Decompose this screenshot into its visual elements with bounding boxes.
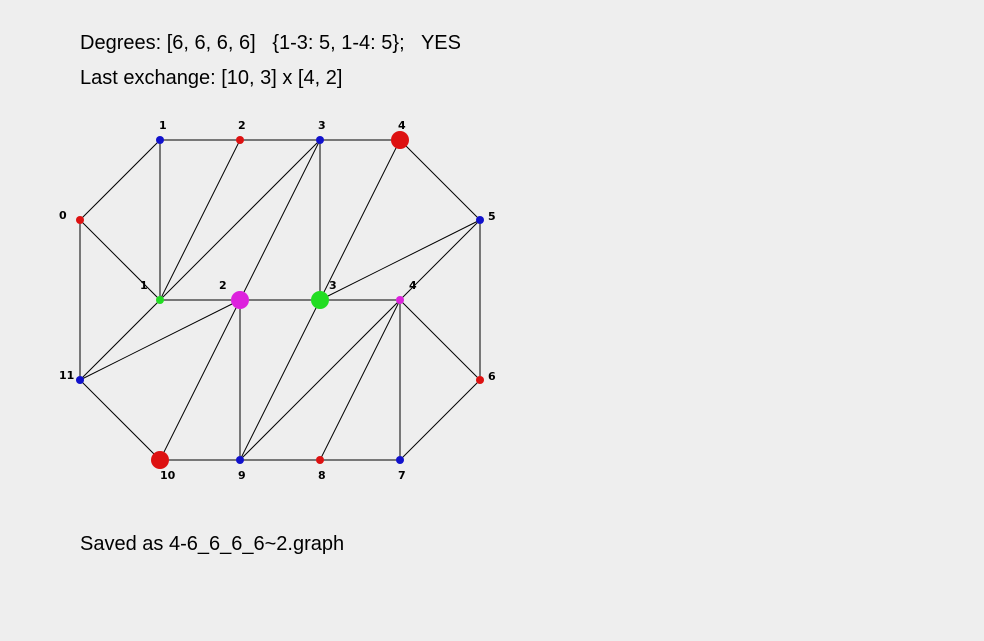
inner-node-1[interactable] xyxy=(156,296,164,304)
graph-edge-o3-i2 xyxy=(239,139,321,301)
outer-node-2[interactable] xyxy=(236,136,244,144)
graph-edge-o10-i2 xyxy=(159,299,241,461)
outer-node-label-8: 8 xyxy=(318,469,326,482)
outer-node-label-1: 1 xyxy=(159,119,167,132)
outer-node-5[interactable] xyxy=(476,216,484,224)
graph-edge-o11-i2 xyxy=(79,299,241,381)
graph-edge-o6-o7 xyxy=(399,379,481,461)
outer-node-10[interactable] xyxy=(151,451,169,469)
inner-node-2[interactable] xyxy=(231,291,249,309)
inner-node-4[interactable] xyxy=(396,296,404,304)
graph-edge-o9-i3 xyxy=(239,299,321,461)
graph-edge-o3-i1 xyxy=(159,139,321,301)
last-exchange-text: Last exchange: [10, 3] x [4, 2] xyxy=(80,67,343,89)
degrees-status-text: Degrees: [6, 6, 6, 6] {1-3: 5, 1-4: 5}; … xyxy=(80,32,461,54)
outer-node-label-10: 10 xyxy=(160,469,176,482)
graph-edge-o5-i3 xyxy=(319,219,481,301)
graph-edge-o11-i1 xyxy=(79,299,161,381)
outer-node-0[interactable] xyxy=(76,216,84,224)
outer-node-label-2: 2 xyxy=(238,119,246,132)
outer-node-label-0: 0 xyxy=(59,209,67,222)
inner-node-label-1: 1 xyxy=(140,279,148,292)
graph-edge-o0-i1 xyxy=(79,219,161,301)
outer-node-11[interactable] xyxy=(76,376,84,384)
graph-edge-o5-i4 xyxy=(399,219,481,301)
outer-node-1[interactable] xyxy=(156,136,164,144)
inner-node-3[interactable] xyxy=(311,291,329,309)
outer-node-label-4: 4 xyxy=(398,119,406,132)
graph-edge-o4-o5 xyxy=(399,139,481,221)
inner-node-label-4: 4 xyxy=(409,279,417,292)
graph-edge-o8-i4 xyxy=(319,299,401,461)
graph-edge-o6-i4 xyxy=(399,299,481,381)
saved-filename-text: Saved as 4-6_6_6_6~2.graph xyxy=(80,533,345,555)
outer-node-6[interactable] xyxy=(476,376,484,384)
outer-node-4[interactable] xyxy=(391,131,409,149)
inner-node-label-2: 2 xyxy=(219,279,227,292)
graph-edge-o4-i3 xyxy=(319,139,401,301)
outer-node-label-3: 3 xyxy=(318,119,326,132)
outer-node-3[interactable] xyxy=(316,136,324,144)
inner-node-label-3: 3 xyxy=(329,279,337,292)
graph-edge-o2-i1 xyxy=(159,139,241,301)
outer-node-9[interactable] xyxy=(236,456,244,464)
outer-node-label-11: 11 xyxy=(59,369,74,382)
outer-node-8[interactable] xyxy=(316,456,324,464)
graph-edge-o9-i4 xyxy=(239,299,401,461)
graph-edge-o0-o1 xyxy=(79,139,161,221)
outer-node-7[interactable] xyxy=(396,456,404,464)
edge-group xyxy=(79,139,481,461)
graph-edge-o10-o11 xyxy=(79,379,161,461)
outer-node-label-5: 5 xyxy=(488,210,496,223)
outer-node-label-9: 9 xyxy=(238,469,246,482)
outer-node-label-7: 7 xyxy=(398,469,406,482)
outer-node-label-6: 6 xyxy=(488,370,496,383)
